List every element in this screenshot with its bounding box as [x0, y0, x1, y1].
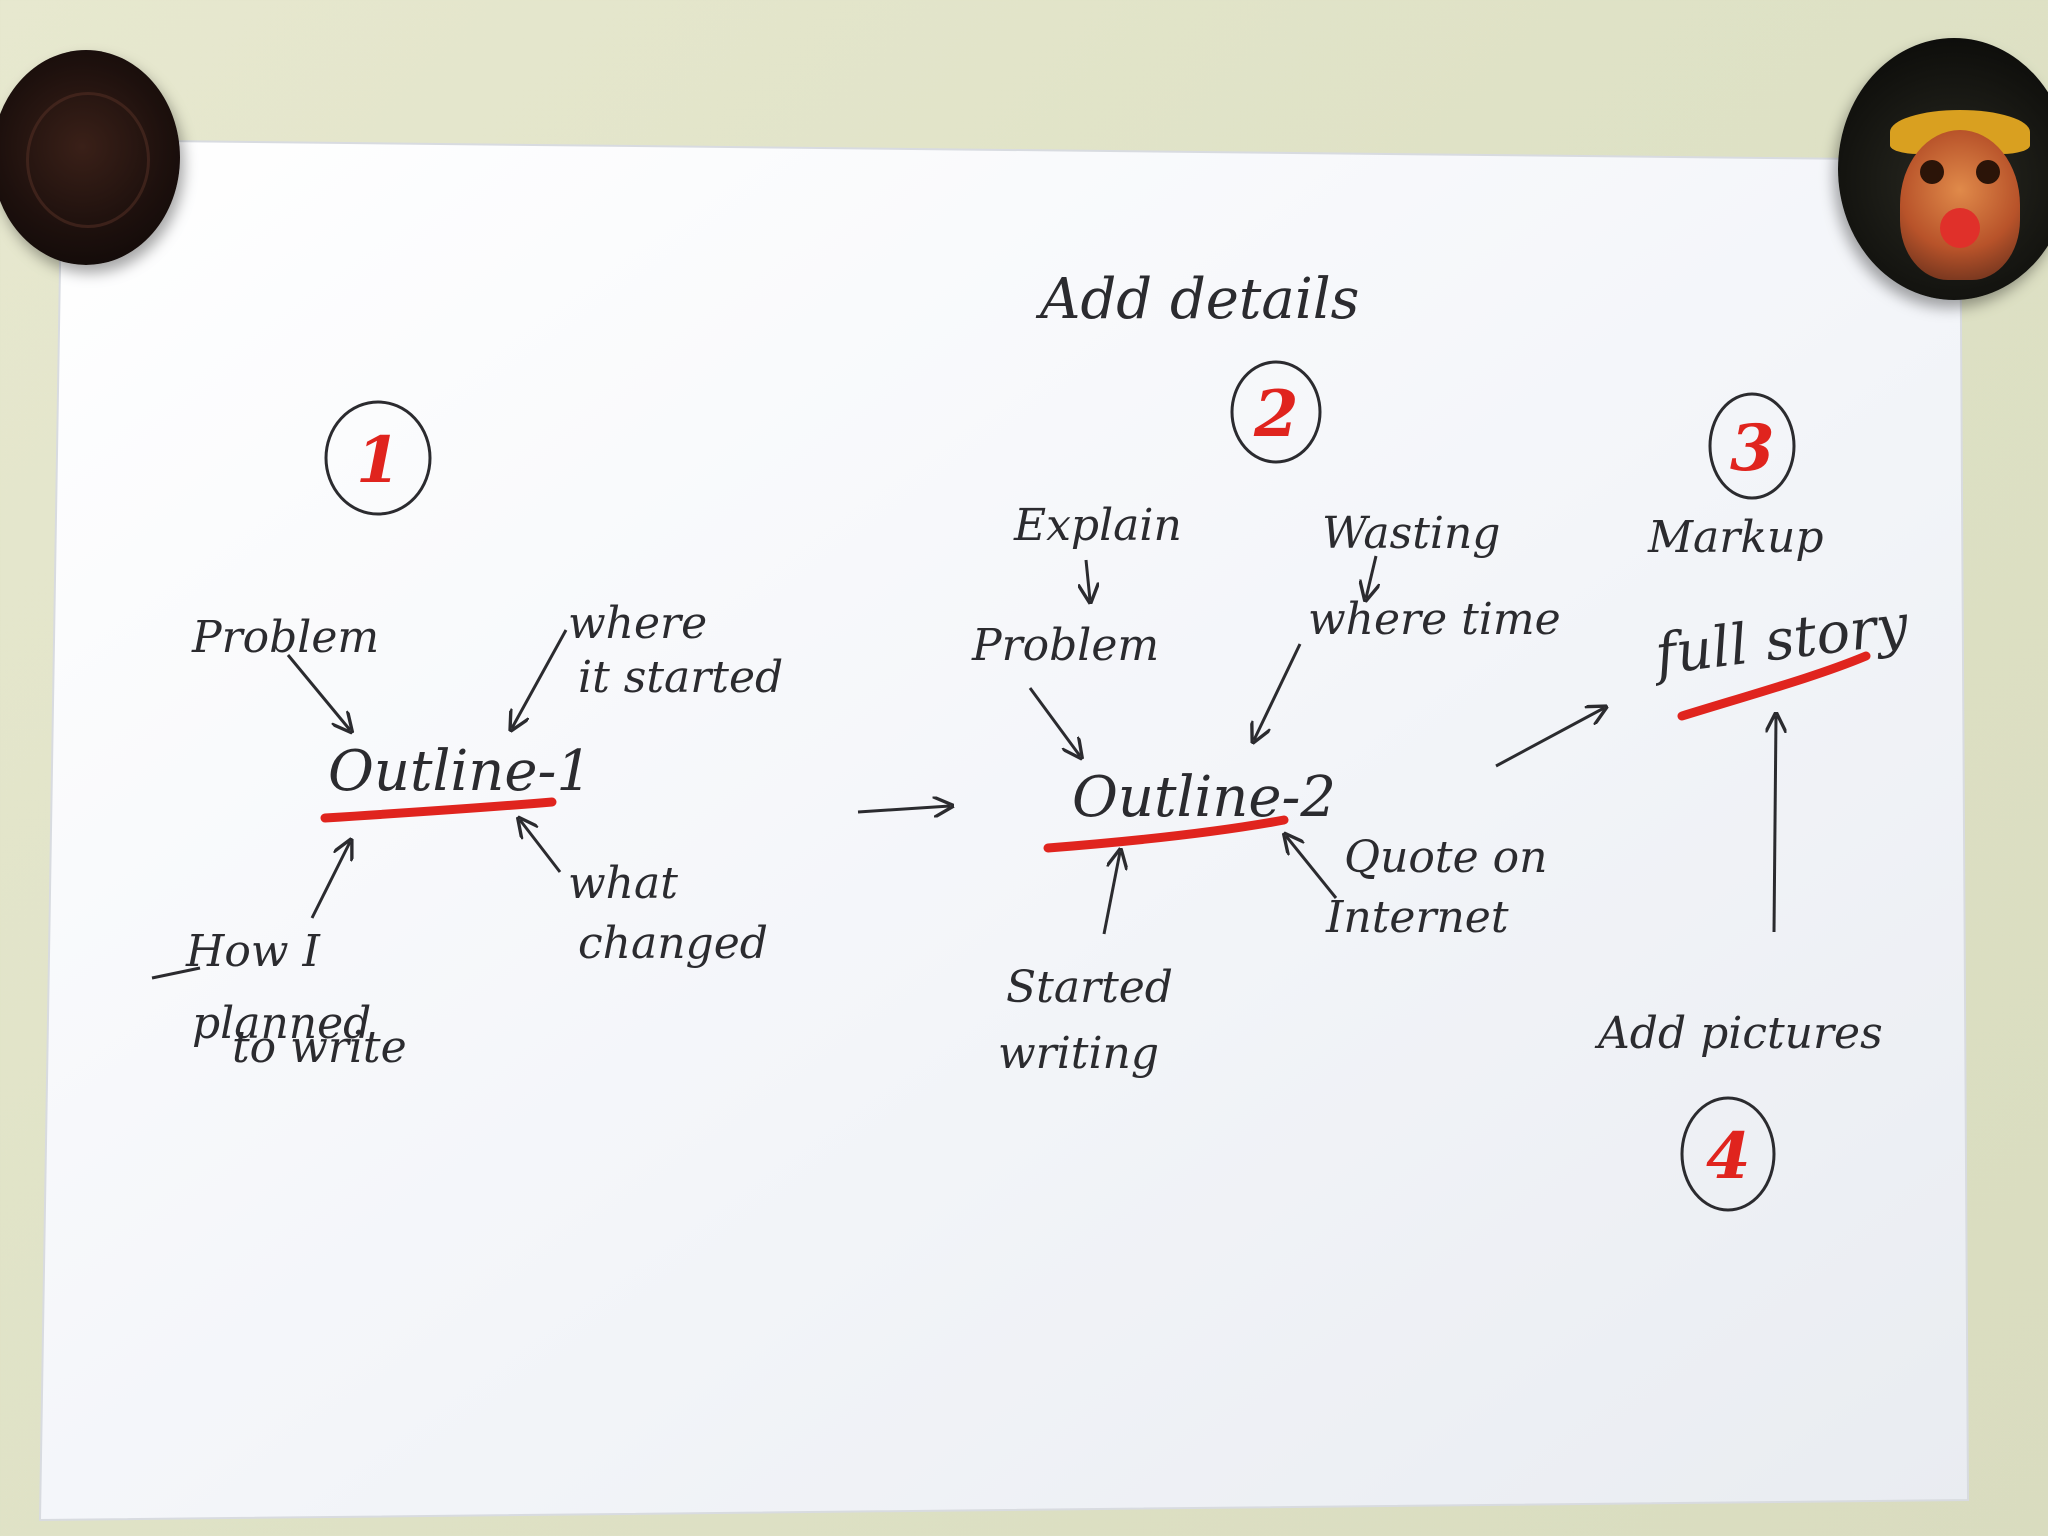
- step-2-quote-label-1: Quote on: [1344, 832, 1547, 883]
- step-3-number: 3: [1730, 411, 1775, 486]
- step-1-how-arrow: [310, 842, 350, 919]
- step-2-outline-title: Outline-2: [1072, 765, 1336, 830]
- step-4-number: 4: [1706, 1119, 1751, 1194]
- step-2-problem-label: Problem: [971, 620, 1159, 671]
- header-add-details: Add details: [1035, 267, 1359, 332]
- paper-outline: [38, 138, 1970, 1522]
- step-1-how-tick: [151, 966, 201, 980]
- step-2-number: 2: [1253, 377, 1299, 452]
- step-3-circle: [1708, 392, 1796, 500]
- step-1-outline-title: Outline-1: [328, 739, 592, 804]
- step-3-red-underline: [1677, 651, 1871, 721]
- magnet-left: [0, 50, 180, 265]
- step-2-problem-arrow: [1028, 687, 1080, 756]
- step-2-started-label-2: writing: [998, 1028, 1159, 1079]
- step-1-changed-arrow: [520, 820, 562, 873]
- step-1-where-label-2: it started: [578, 652, 783, 703]
- step-4-add-pictures-label: Add pictures: [1594, 1008, 1883, 1059]
- step-3-markup-label: Markup: [1647, 512, 1823, 563]
- step-2-where-time-arrow: [1254, 643, 1302, 740]
- step-2-quote-arrow: [1286, 836, 1338, 899]
- magnet-character-face: [1900, 130, 2020, 280]
- step-1-changed-label-2: changed: [578, 918, 768, 969]
- step-2-red-underline: [1043, 815, 1289, 853]
- step-2-explain-label: Explain: [1013, 500, 1182, 551]
- step-1-circle: [324, 400, 432, 516]
- step-2-started-arrow: [1102, 852, 1120, 935]
- step-2-wasting-arrow: [1366, 555, 1376, 598]
- step-2-started-label-1: Started: [1006, 962, 1173, 1013]
- step-1-how-label-1: How I: [185, 926, 322, 977]
- step-2-wasting-label: Wasting: [1322, 508, 1500, 559]
- step-1-red-underline: [320, 797, 557, 823]
- step-1-number: 1: [356, 423, 401, 498]
- step-1-problem-arrow: [286, 654, 350, 730]
- step-2-quote-label-2: Internet: [1325, 892, 1509, 943]
- step-1-problem-label: Problem: [191, 612, 379, 663]
- step-4-to-step-3-arrow: [1774, 716, 1776, 933]
- step-2-where-time-label: where time: [1308, 594, 1561, 645]
- step-1-where-arrow: [512, 629, 568, 728]
- step-2-explain-arrow: [1086, 559, 1090, 600]
- step-1-where-label-1: where: [568, 598, 707, 649]
- step-2-circle: [1230, 360, 1322, 464]
- step-1-how-label-2: planned: [192, 998, 371, 1049]
- magnet-right: [1838, 38, 2048, 300]
- arrow-step2-to-step3: [1495, 708, 1604, 768]
- arrow-step1-to-step2: [857, 806, 950, 812]
- step-1-how-label-3: to write: [232, 1022, 407, 1073]
- step-1-changed-label-1: what: [568, 858, 678, 909]
- step-4-circle: [1680, 1096, 1776, 1212]
